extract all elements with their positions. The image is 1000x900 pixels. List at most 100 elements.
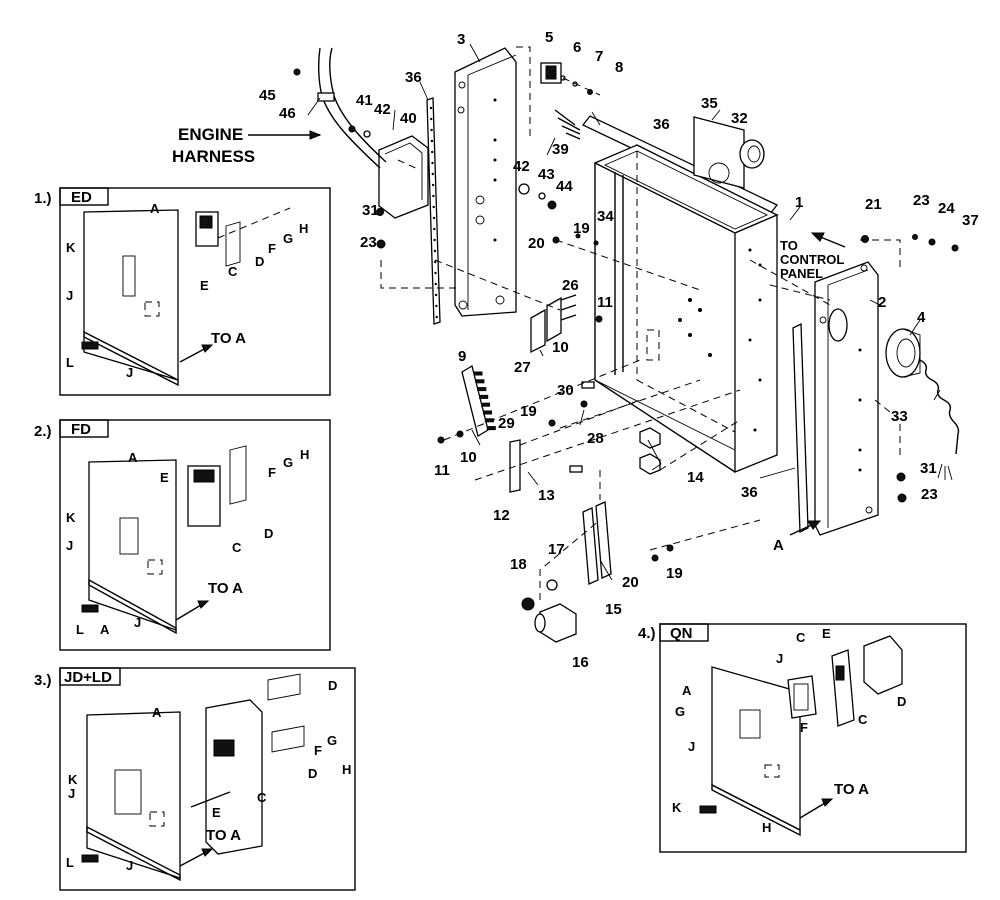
cover-plate bbox=[693, 116, 745, 189]
inset-2-letter-K: K bbox=[66, 510, 76, 525]
part-number-32: 32 bbox=[731, 110, 748, 127]
part-number-14: 14 bbox=[687, 469, 704, 486]
part-number-17: 17 bbox=[548, 541, 565, 558]
inset-1-letter-E: E bbox=[200, 278, 209, 293]
inset-3-tab: JD+LD bbox=[64, 669, 112, 686]
arrows bbox=[248, 130, 846, 536]
inset-2-letter-C: C bbox=[232, 540, 242, 555]
inset-4-id: 4.) bbox=[638, 625, 656, 642]
inset-3-letter-L: L bbox=[66, 855, 74, 870]
inset-2-letter-L: L bbox=[76, 622, 84, 637]
part-number-19a: 19 bbox=[573, 220, 590, 237]
conduit-fitting bbox=[885, 328, 921, 378]
inset-4-letter-D: D bbox=[897, 694, 906, 709]
part-number-37: 37 bbox=[962, 212, 979, 229]
inset-2-letter-H: H bbox=[300, 447, 309, 462]
inset-3-letter-E: E bbox=[212, 805, 221, 820]
inset-3-id: 3.) bbox=[34, 672, 52, 689]
part-number-19c: 19 bbox=[666, 565, 683, 582]
part-number-46: 46 bbox=[279, 105, 296, 122]
inset-2-letter-A2: A bbox=[100, 622, 110, 637]
inset-4-letter-F: F bbox=[800, 720, 808, 735]
part-number-11a: 11 bbox=[597, 294, 613, 311]
engine-harness-bundle bbox=[317, 47, 387, 169]
part-number-13: 13 bbox=[538, 487, 555, 504]
inset-3-letter-C: C bbox=[257, 790, 267, 805]
inset-4-letter-G: G bbox=[675, 704, 685, 719]
engine-harness-label-line2: HARNESS bbox=[172, 147, 255, 166]
mounting-strip-left bbox=[426, 97, 441, 325]
inset-1-letter-J1: J bbox=[66, 288, 73, 303]
part-number-3: 3 bbox=[457, 31, 465, 48]
part-number-6: 6 bbox=[573, 39, 581, 56]
to-control-panel-line1: TO bbox=[780, 238, 798, 253]
panel-box-40 bbox=[378, 135, 429, 219]
left-side-bracket bbox=[454, 47, 517, 317]
part-number-23a: 23 bbox=[913, 192, 930, 209]
part-number-24: 24 bbox=[938, 200, 955, 217]
inset-1-tab: ED bbox=[71, 189, 92, 206]
inset-3-jd-ld: 3.) JD+LD TO A A C D D E F G H J J K L bbox=[34, 667, 356, 891]
inset-1-id: 1.) bbox=[34, 190, 52, 207]
part-number-41: 41 bbox=[356, 92, 373, 109]
inset-4-letter-J1: J bbox=[776, 651, 783, 666]
inset-1-letter-D: D bbox=[255, 254, 264, 269]
inset-2-letter-F: F bbox=[268, 465, 276, 480]
inset-4-tab: QN bbox=[670, 625, 693, 642]
arrow-a-label: A bbox=[773, 537, 784, 554]
inset-4-qn: 4.) QN TO A A C C D E F G H J J K bbox=[638, 623, 967, 853]
part-number-16: 16 bbox=[572, 654, 589, 671]
inset-2-letter-J1: J bbox=[66, 538, 73, 553]
part-number-11b: 11 bbox=[434, 462, 450, 479]
part-number-36a: 36 bbox=[405, 69, 422, 86]
part-number-39: 39 bbox=[552, 141, 569, 158]
bus-bars-15 bbox=[582, 501, 612, 585]
part-number-33: 33 bbox=[891, 408, 908, 425]
part-number-20a: 20 bbox=[528, 235, 545, 252]
inset-3-letter-K: K bbox=[68, 772, 78, 787]
part-number-26: 26 bbox=[562, 277, 579, 294]
studs-14 bbox=[639, 427, 661, 475]
part-number-10a: 10 bbox=[552, 339, 569, 356]
inset-1-to-a: TO A bbox=[211, 330, 246, 347]
part-number-28: 28 bbox=[587, 430, 604, 447]
part-number-27: 27 bbox=[514, 359, 531, 376]
part-number-36b: 36 bbox=[653, 116, 670, 133]
inset-2-letter-D: D bbox=[264, 526, 273, 541]
inset-1-letter-A: A bbox=[150, 201, 160, 216]
wire-harness-39 bbox=[554, 109, 581, 140]
part-number-36c: 36 bbox=[741, 484, 758, 501]
small-hardware bbox=[293, 68, 959, 611]
inset-1-letter-C: C bbox=[228, 264, 238, 279]
inset-4-letter-K: K bbox=[672, 800, 682, 815]
part-number-45: 45 bbox=[259, 87, 276, 104]
part-number-labels: 1 2 3 4 5 6 7 8 9 10 10 11 11 12 13 14 1… bbox=[259, 29, 979, 671]
part-number-30: 30 bbox=[557, 382, 574, 399]
inset-4-letter-H: H bbox=[762, 820, 771, 835]
part-number-12: 12 bbox=[493, 507, 510, 524]
to-control-panel-line2: CONTROL bbox=[780, 252, 844, 267]
coiled-wire bbox=[919, 359, 960, 481]
inset-2-to-a: TO A bbox=[208, 580, 243, 597]
inset-2-fd: 2.) FD TO A A A C D E F G H J J K L bbox=[34, 419, 331, 651]
inset-4-letter-E: E bbox=[822, 626, 831, 641]
part-number-40: 40 bbox=[400, 110, 417, 127]
part-number-23c: 23 bbox=[921, 486, 938, 503]
main-frame-box bbox=[593, 144, 779, 473]
inset-4-to-a: TO A bbox=[834, 781, 869, 798]
inset-3-letter-A: A bbox=[152, 705, 162, 720]
inset-4-letter-C2: C bbox=[858, 712, 868, 727]
part-number-19b: 19 bbox=[520, 403, 537, 420]
inset-1-ed: 1.) ED TO A A C D E F G H J J K L bbox=[34, 187, 331, 396]
inset-1-letter-J2: J bbox=[126, 365, 133, 380]
part-number-4: 4 bbox=[917, 309, 926, 326]
right-side-panel bbox=[814, 261, 879, 536]
grommet-32 bbox=[739, 139, 765, 169]
part-number-29: 29 bbox=[498, 415, 515, 432]
part-number-42a: 42 bbox=[374, 101, 391, 118]
part-number-15: 15 bbox=[605, 601, 622, 618]
inset-3-letter-J1: J bbox=[68, 786, 75, 801]
part-number-7: 7 bbox=[595, 48, 603, 65]
inset-2-letter-A1: A bbox=[128, 450, 138, 465]
inset-3-letter-D1: D bbox=[328, 678, 337, 693]
